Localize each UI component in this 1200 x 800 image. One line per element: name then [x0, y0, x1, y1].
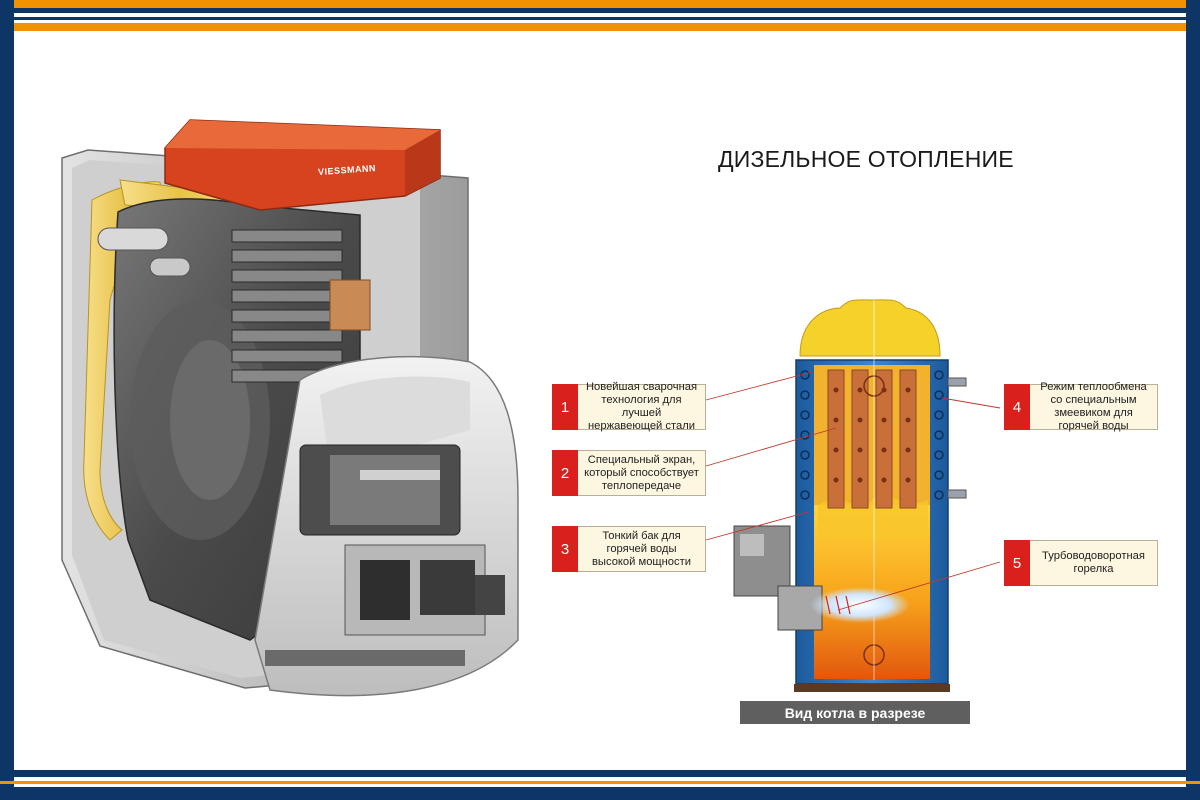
callout-text: Тонкий бак для горячей воды высокой мощн… — [578, 526, 706, 572]
callout-text: Режим теплообмена со специальным змеевик… — [1030, 381, 1158, 432]
page-title: ДИЗЕЛЬНОЕ ОТОПЛЕНИЕ — [718, 146, 1014, 172]
diagram-caption: Вид котла в разрезе — [740, 701, 970, 724]
callout-text: Специальный экран, который способствует … — [578, 450, 706, 496]
bottom-frame-border — [0, 770, 1200, 800]
callout-number: 4 — [1004, 384, 1030, 430]
top-frame-border — [0, 0, 1200, 31]
callout-3: 3 Тонкий бак для горячей воды высокой мо… — [552, 526, 706, 572]
callout-number: 3 — [552, 526, 578, 572]
callout-4: 4 Режим теплообмена со специальным змеев… — [1004, 381, 1158, 432]
callout-number: 1 — [552, 384, 578, 430]
callout-text: Турбоводоворотная горелка — [1030, 540, 1158, 586]
right-frame-border — [1186, 0, 1200, 800]
callout-number: 5 — [1004, 540, 1030, 586]
callout-1: 1 Новейшая сварочная технология для лучш… — [552, 381, 706, 432]
callout-number: 2 — [552, 450, 578, 496]
left-frame-border — [0, 0, 14, 800]
callout-2: 2 Специальный экран, который способствуе… — [552, 450, 706, 496]
callout-5: 5 Турбоводоворотная горелка — [1004, 540, 1158, 586]
callout-text: Новейшая сварочная технология для лучшей… — [578, 381, 706, 432]
